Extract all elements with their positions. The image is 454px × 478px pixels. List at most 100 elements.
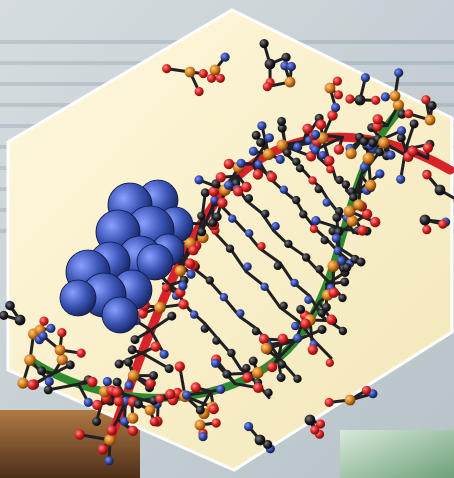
black-atom [251,130,261,140]
red-atom [307,344,318,355]
black-atom [205,276,214,285]
bound-molecule-spacefill [59,179,194,334]
red-atom [277,333,288,344]
black-atom [368,138,378,148]
red-atom [174,361,185,372]
blue-atom [396,126,407,136]
red-atom [422,142,434,153]
orange-atom [174,265,186,277]
red-atom [190,382,201,393]
red-atom [161,283,171,292]
black-atom [197,227,207,237]
blue-atom [333,246,342,256]
blue-atom [336,256,347,266]
blue-atom [46,323,56,333]
orange-atom [378,137,390,149]
bond [245,199,264,215]
orange-atom [345,147,357,160]
black-atom [292,157,301,166]
blue-atom [190,310,199,319]
blue-atom [216,384,226,394]
blue-atom [236,158,246,168]
bond [258,246,282,265]
black-atom [133,399,143,409]
blue-atom [243,262,252,271]
black-atom [434,184,446,196]
black-atom [14,314,26,326]
black-atom [124,357,133,367]
red-atom [253,382,264,393]
black-atom [292,195,301,205]
black-atom [130,335,140,345]
orange-atom [251,366,264,379]
red-atom [155,394,165,404]
black-atom [419,214,431,226]
red-atom [333,144,345,155]
black-atom [354,94,366,106]
red-atom [308,176,317,185]
red-atom [178,299,189,310]
black-atom [281,52,291,62]
blue-atom [124,380,134,390]
red-atom [309,224,319,234]
blue-atom [104,456,114,466]
black-atom [283,148,292,157]
blue-atom [244,421,254,432]
black-atom [277,360,287,369]
orange-atom [184,66,196,78]
blue-atom [120,416,130,426]
red-atom [421,95,431,105]
black-atom [197,211,206,220]
blue-atom [311,130,321,140]
red-atom [165,389,176,400]
blue-atom [211,358,221,368]
orange-atom [284,76,296,88]
black-atom [195,405,205,415]
black-atom [261,209,270,218]
blue-atom [245,229,254,238]
red-atom [211,418,221,428]
black-atom [167,311,177,321]
blue-atom [311,216,321,226]
black-atom [0,310,9,320]
orange-atom [144,404,156,416]
black-atom [295,164,305,173]
blue-atom [293,333,303,343]
bond [313,135,344,152]
red-atom [113,396,124,407]
black-atom [149,371,158,381]
ligand-sphere [59,279,97,317]
blue-atom [102,376,112,387]
orange-atom [327,260,340,272]
black-atom [256,138,266,147]
black-atom [212,212,222,222]
black-atom [284,239,293,249]
red-atom [310,425,320,435]
red-atom [215,172,226,183]
black-atom [127,345,137,355]
blue-atom [394,68,404,78]
bond [200,204,215,234]
red-atom [266,361,278,373]
red-atom [328,287,339,298]
red-atom [215,73,225,83]
black-atom [248,356,258,366]
blue-atom [254,160,263,169]
orange-atom [260,342,272,355]
blue-atom [224,180,234,190]
red-atom [87,376,98,388]
black-atom [341,180,351,189]
black-atom [338,293,347,303]
black-atom [315,265,324,274]
orange-atom [346,215,358,227]
black-atom [264,58,276,70]
blue-atom [380,92,390,102]
black-atom [244,194,254,203]
black-atom [5,301,15,311]
black-atom [304,414,316,426]
blue-atom [264,133,274,143]
blue-atom [198,432,208,442]
orange-atom [276,139,288,151]
black-atom [212,336,221,345]
